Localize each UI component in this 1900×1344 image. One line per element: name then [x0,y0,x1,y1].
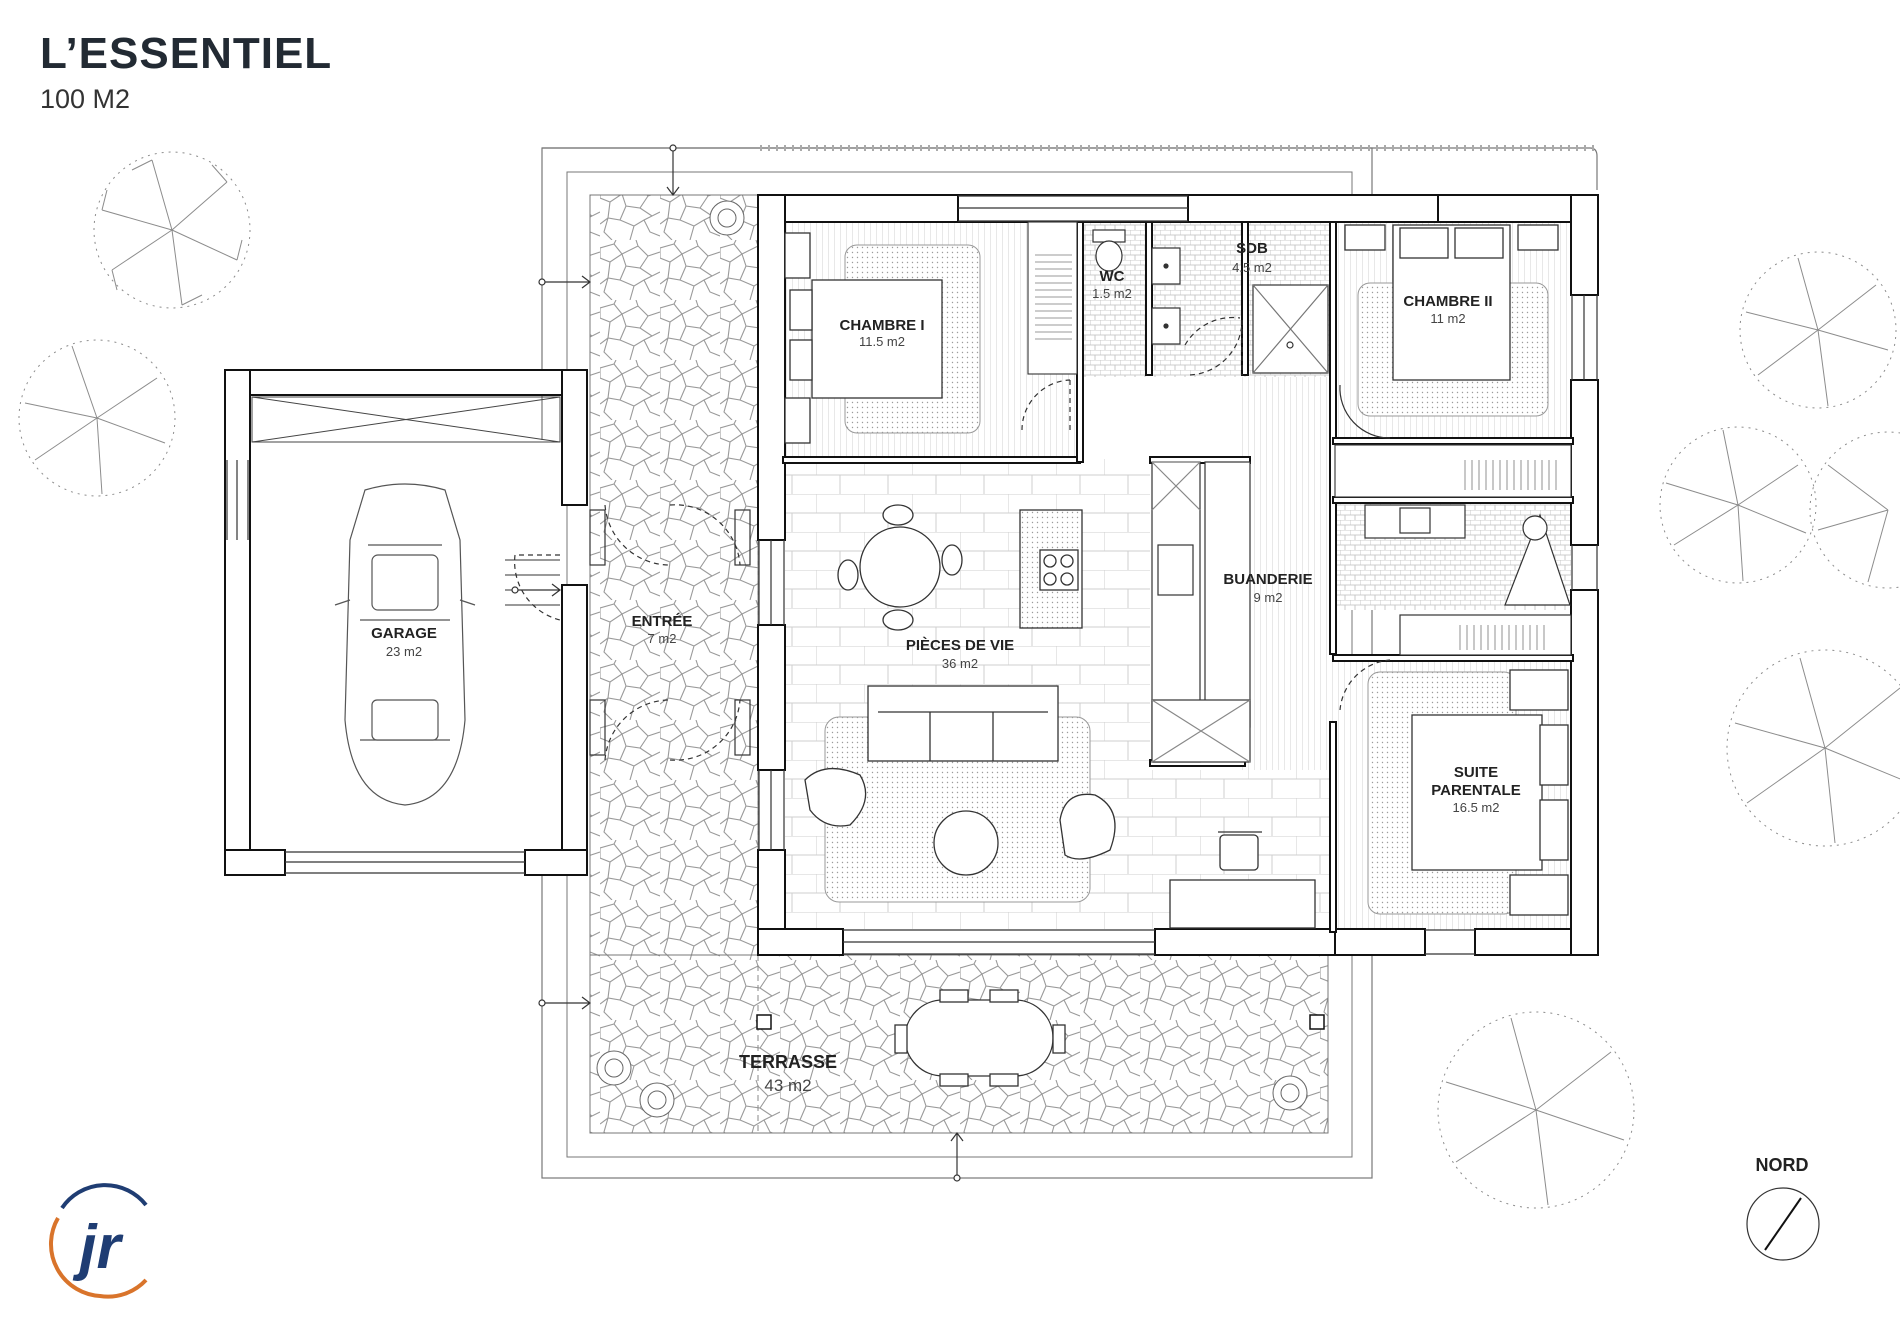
room-suite-name-1: SUITE [1454,764,1498,781]
tree-icon [1726,649,1900,847]
tree-icon [93,151,251,309]
wardrobe-chambre2 [1334,444,1572,498]
terrace-table [894,989,1066,1087]
compass-label: NORD [1756,1155,1809,1175]
room-pieces-area: 36 m2 [942,656,978,671]
sofa [867,685,1059,762]
doors [514,319,1391,761]
room-chambre1-name: CHAMBRE I [840,317,925,334]
room-suite-area: 16.5 m2 [1453,800,1500,815]
room-chambre2-area: 11 m2 [1430,311,1465,326]
windows [226,195,1598,955]
bed-suite [1411,669,1569,916]
room-terrasse-name: TERRASSE [739,1052,837,1072]
room-suite-name-2: PARENTALE [1431,782,1520,799]
room-buanderie-name: BUANDERIE [1223,571,1312,588]
wardrobe-chambre1 [1027,221,1078,375]
car-icon [334,483,476,806]
kitchen-units [1151,461,1251,763]
entree-paving [589,194,759,961]
terrace-posts [756,1014,1325,1030]
kitchen-island [1019,509,1083,629]
suite-bath-fixtures [1364,504,1572,656]
room-pieces-name: PIÈCES DE VIE [906,637,1014,654]
room-sdb-area: 4.5 m2 [1232,260,1272,275]
north-compass: NORD [1746,1155,1820,1261]
shrubs [596,200,1308,1118]
room-wc-name: WC [1100,268,1125,285]
bed-chambre2 [1344,224,1559,381]
room-chambre2-name: CHAMBRE II [1403,293,1492,310]
sdb-fixtures [1151,247,1329,374]
plan-surface: 100 M2 [40,84,131,115]
trees [18,151,1900,1209]
company-logo: jr [49,1183,148,1299]
tree-icon [1659,426,1817,584]
header: L’ESSENTIEL 100 M2 [40,29,333,115]
bed-chambre1 [784,232,943,444]
room-buanderie-area: 9 m2 [1254,590,1283,605]
room-garage-name: GARAGE [371,625,437,642]
room-wc-area: 1.5 m2 [1092,286,1132,301]
logo-text: jr [72,1213,123,1282]
room-labels: CHAMBRE I 11.5 m2 WC 1.5 m2 SDB 4.5 m2 C… [371,240,1521,1095]
wc-fixture [1092,229,1126,272]
tree-icon [1739,251,1897,409]
corridor-floor [1240,377,1335,770]
room-chambre1-area: 11.5 m2 [859,334,905,349]
room-garage-area: 23 m2 [386,644,422,659]
tree-icon [18,339,176,497]
walls [224,194,1599,956]
living-furniture [804,768,1316,929]
room-terrasse-area: 43 m2 [764,1076,811,1095]
tree-icon [1437,1011,1635,1209]
room-entree-name: ENTRÉE [632,613,693,630]
access-arrows [511,144,964,1182]
dining-table [837,504,963,631]
north-arrow-icon [1764,1197,1802,1251]
tree-icon [1809,431,1900,589]
room-sdb-name: SDB [1236,240,1268,257]
room-entree-area: 7 m2 [648,631,677,646]
garage-detail [251,396,561,606]
plan-title: L’ESSENTIEL [40,29,333,78]
